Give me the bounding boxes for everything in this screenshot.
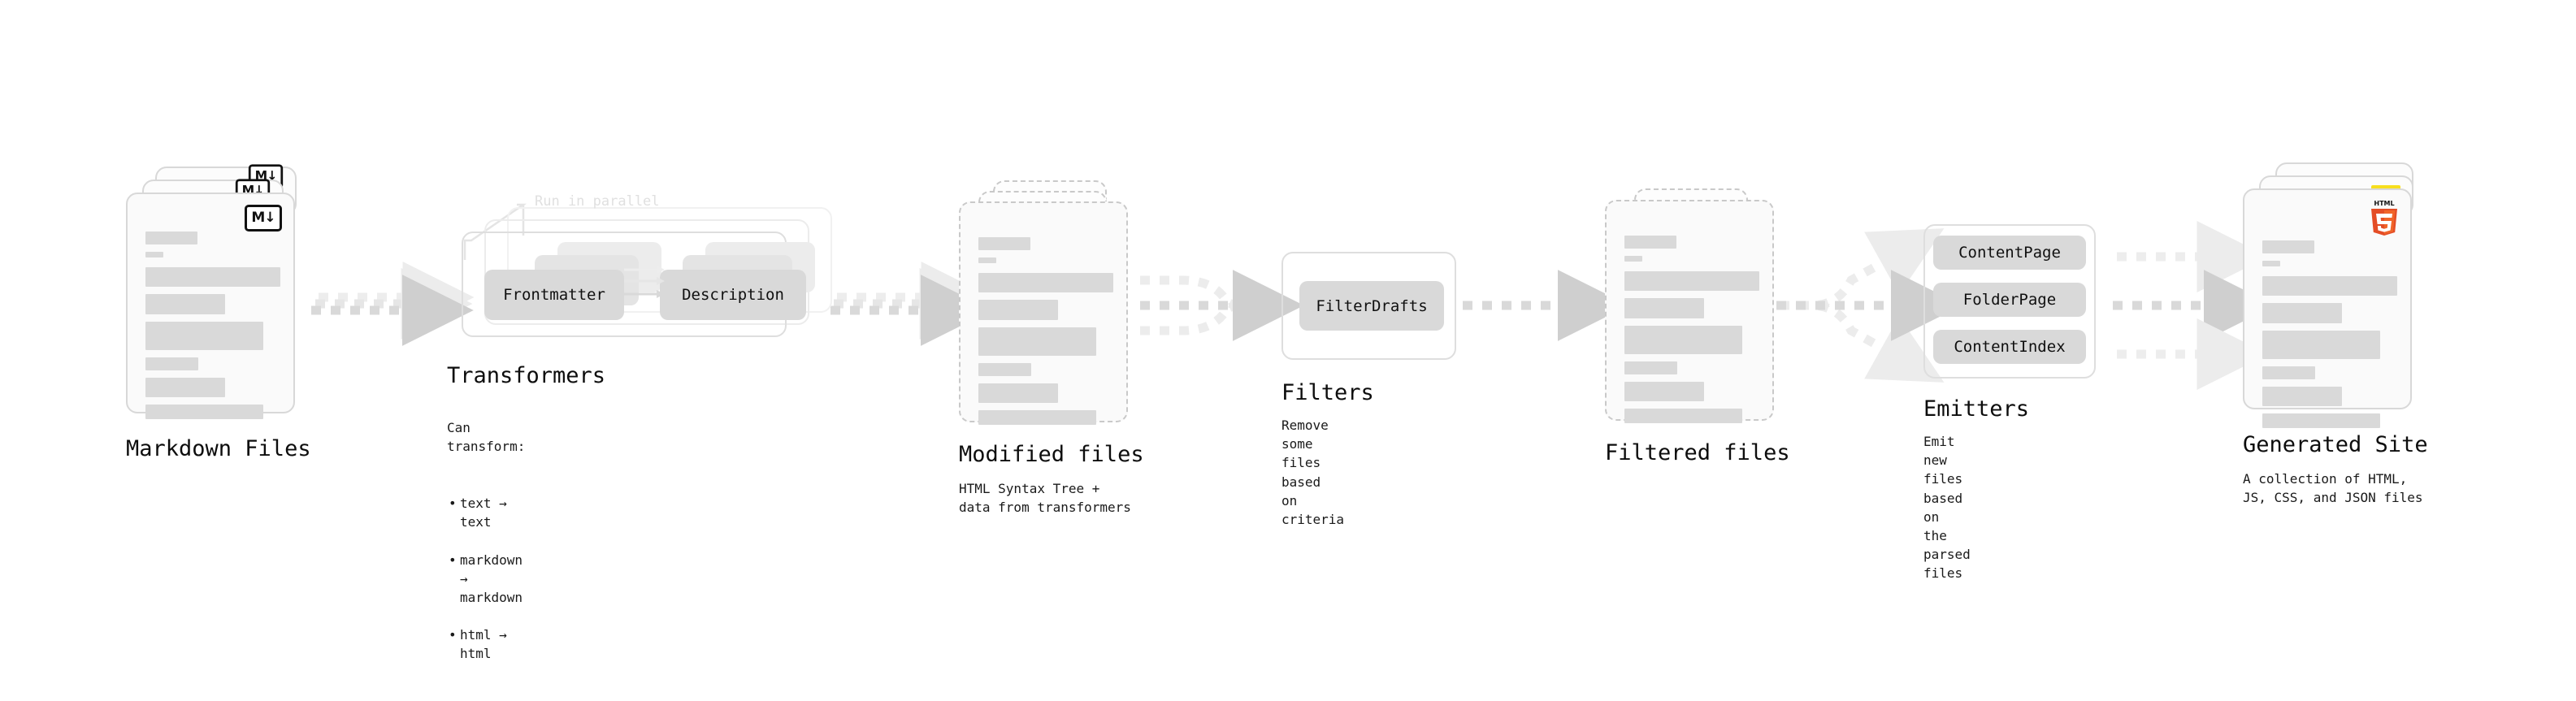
stage-title: Modified files: [959, 442, 1144, 467]
stage-modified-files: Modified files HTML Syntax Tree + data f…: [959, 180, 1146, 515]
stage-title: Transformers: [447, 363, 606, 388]
markdown-icon: M↓: [245, 205, 282, 232]
stage-filtered-files: Filtered files: [1605, 188, 1792, 465]
stage-description: Can transform: text → text markdown → ma…: [447, 400, 525, 701]
emitters-group-box: [1923, 224, 2096, 379]
stage-markdown-files: M↓ M↓ M↓: [126, 164, 313, 461]
run-in-parallel-label: Run in parallel: [535, 193, 660, 210]
transformer-internal-arrows: [624, 266, 665, 298]
list-item: html → html: [449, 625, 525, 663]
transformer-chip-description[interactable]: Description: [660, 270, 806, 320]
document-placeholder-lines: [2262, 240, 2397, 435]
filter-chip-filterdrafts[interactable]: FilterDrafts: [1299, 281, 1444, 331]
connector-md-to-transformers: [311, 262, 475, 346]
document-card-front: [1605, 200, 1774, 423]
transform-list: text → text markdown → markdown html → h…: [447, 475, 525, 682]
svg-text:HTML: HTML: [2374, 200, 2394, 207]
stage-description: A collection of HTML, JS, CSS, and JSON …: [2243, 471, 2423, 506]
document-placeholder-lines: [978, 237, 1113, 432]
emitter-chip-contentindex[interactable]: ContentIndex: [1933, 330, 2086, 364]
stage-description: Remove some files based on criteria: [1281, 418, 1345, 527]
stage-title: Filtered files: [1605, 440, 1790, 465]
transformer-chip-frontmatter[interactable]: Frontmatter: [484, 270, 624, 320]
document-card-front: [959, 201, 1128, 425]
stage-title: Markdown Files: [126, 436, 311, 461]
stage-title: Emitters: [1923, 396, 2030, 422]
document-placeholder-lines: [1624, 236, 1759, 431]
html5-icon: HTML: [2368, 198, 2400, 236]
list-item: text → text: [449, 494, 525, 531]
description-heading: Can transform:: [447, 420, 526, 455]
stage-title: Generated Site: [2243, 432, 2428, 457]
stage-title: Filters: [1281, 380, 1374, 405]
document-card-html: HTML: [2243, 188, 2412, 428]
stage-description: Emit new files based on the parsed files: [1923, 434, 1971, 582]
emitter-chip-contentpage[interactable]: ContentPage: [1933, 236, 2086, 270]
emitter-chip-folderpage[interactable]: FolderPage: [1933, 283, 2086, 317]
pipeline-diagram: M↓ M↓ M↓: [0, 0, 2576, 681]
document-card-front: M↓: [126, 193, 295, 419]
list-item: markdown → markdown: [449, 551, 525, 608]
connector-emitters-to-site: [2113, 221, 2275, 390]
connector-filtered-to-emitters: [1776, 228, 1962, 383]
filters-group-box: [1281, 252, 1456, 360]
stage-description: HTML Syntax Tree + data from transformer…: [959, 481, 1131, 516]
document-placeholder-lines: [145, 232, 280, 426]
connector-transformers-to-modified: [830, 262, 993, 346]
stage-generated-site: HTML Generated Site: [2243, 162, 2438, 505]
connector-modified-to-filters: [1140, 270, 1304, 341]
